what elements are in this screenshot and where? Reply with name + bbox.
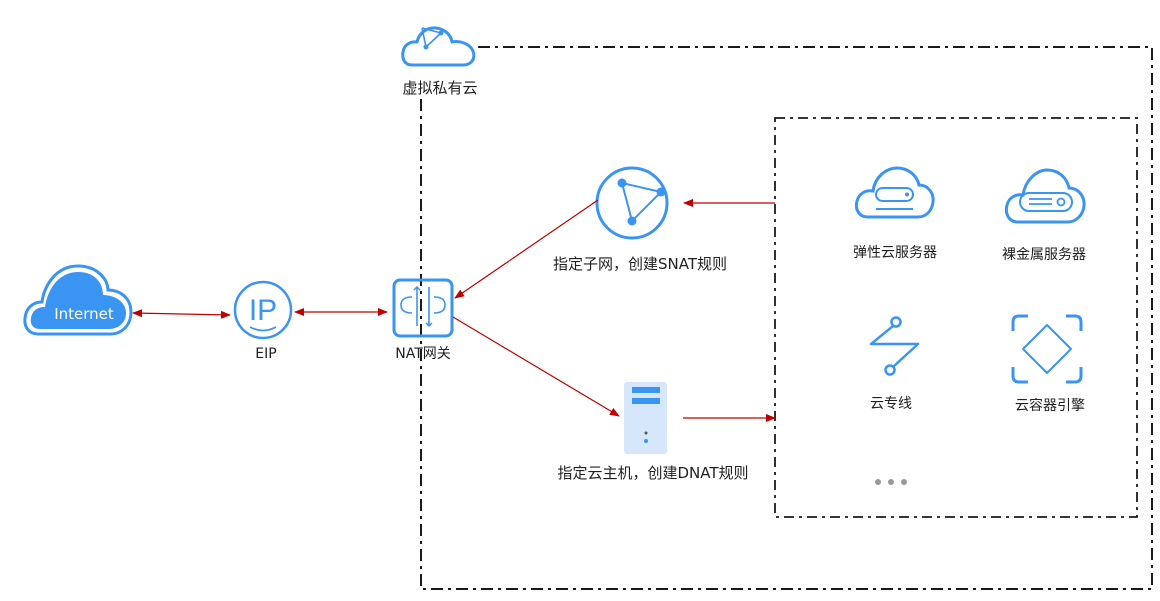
edge-snat-nat	[454, 199, 599, 299]
direct-connect-icon	[869, 316, 920, 376]
vpc-boundary	[420, 46, 1153, 590]
server-icon	[624, 382, 667, 454]
internet-cloud-icon	[23, 264, 133, 336]
nat-gateway-icon	[392, 278, 454, 338]
edge-nat-dnat	[452, 316, 620, 417]
ecs-label: 弹性云服务器	[853, 245, 937, 261]
container-engine-icon	[1011, 314, 1083, 384]
bms-cloud-icon	[1004, 168, 1086, 224]
internet-label: Internet	[54, 305, 114, 323]
eip-label: EIP	[255, 346, 277, 362]
more-dots-icon	[875, 479, 907, 485]
edge-internet-eip	[132, 309, 231, 319]
subnet-icon	[595, 166, 669, 240]
cce-label: 云容器引擎	[1015, 398, 1085, 414]
dnat-label: 指定云主机，创建DNAT规则	[557, 464, 749, 482]
svg-text:IP: IP	[249, 294, 277, 327]
resources-boundary	[774, 117, 1138, 518]
bms-label: 裸金属服务器	[1002, 247, 1086, 263]
vpc-label: 虚拟私有云	[402, 79, 478, 97]
vpc-cloud-icon	[401, 26, 476, 67]
snat-label: 指定子网，创建SNAT规则	[552, 255, 728, 273]
nat-label: NAT网关	[395, 346, 451, 362]
ecs-cloud-icon	[854, 166, 935, 219]
ip-circle-icon: IP	[233, 280, 293, 340]
dc-label: 云专线	[870, 396, 912, 412]
